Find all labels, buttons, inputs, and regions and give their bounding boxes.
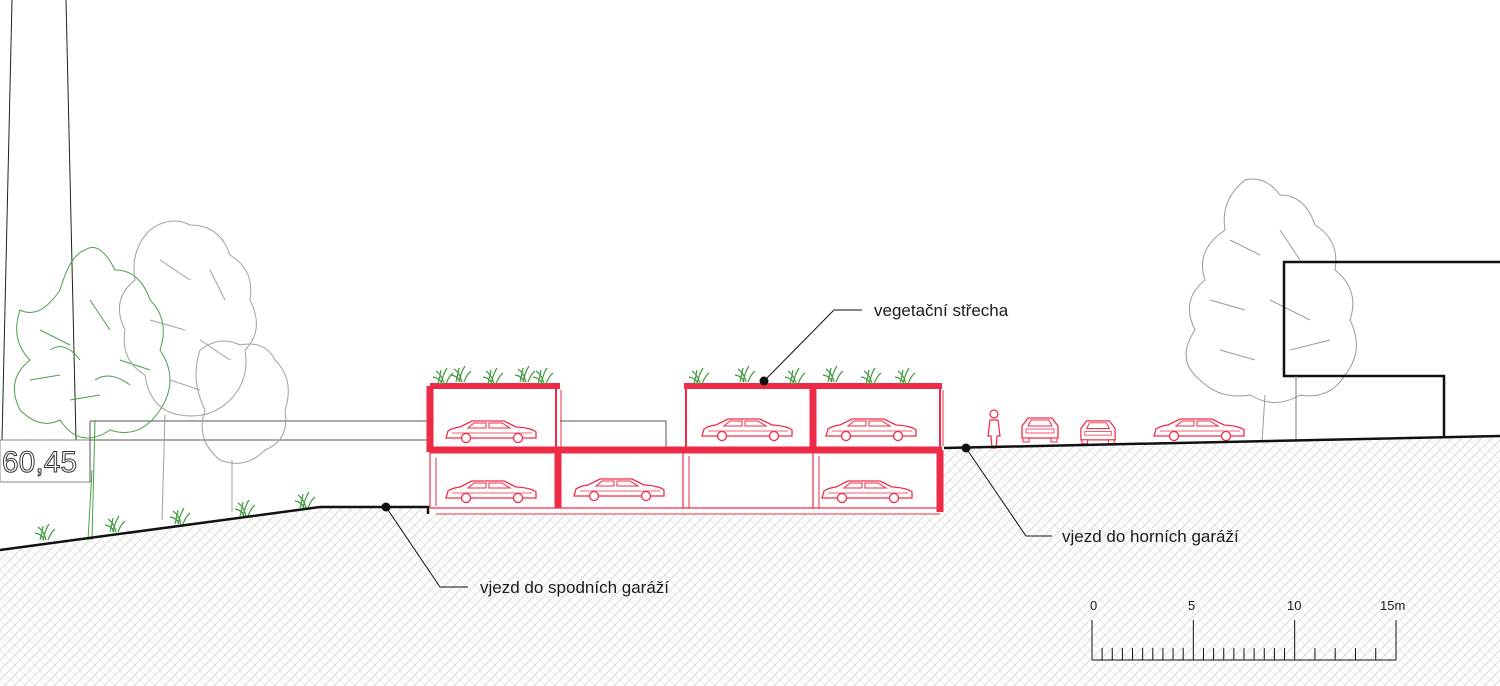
street-car-front-2 (1080, 420, 1116, 445)
garage-structure (426, 383, 944, 515)
left-trees (13, 220, 289, 541)
callout-roof-label: vegetační střecha (874, 301, 1009, 320)
ground-line (0, 505, 430, 552)
callout-upper-entry-label: vjezd do horních garáží (1062, 527, 1239, 546)
elevation-block: 60,45 (0, 439, 91, 483)
car-upper-1 (445, 420, 537, 444)
adjacent-wall (89, 420, 667, 482)
scale-tick-10: 10 (1287, 598, 1301, 613)
scale-tick-5: 5 (1188, 598, 1195, 613)
scale-tick-0: 0 (1090, 598, 1097, 613)
elevation-label: 60,45 (2, 446, 77, 479)
roof-vegetation (432, 365, 916, 385)
car-lower-2 (573, 478, 665, 502)
right-building (1282, 260, 1500, 440)
garage-cars (445, 418, 917, 504)
car-upper-2 (701, 418, 793, 442)
pedestrian-figure (987, 409, 1001, 449)
car-lower-3 (821, 480, 913, 504)
ground-fill (0, 436, 1500, 686)
callout-lower-entry: vjezd do spodních garáží (381, 502, 669, 597)
callout-upper-entry: vjezd do horních garáží (961, 443, 1239, 546)
scale-tick-15m: 15m (1380, 598, 1405, 613)
callout-roof: vegetační střecha (759, 301, 1009, 386)
car-upper-3 (825, 418, 917, 442)
street-car-side (1153, 418, 1245, 442)
callout-lower-entry-label: vjezd do spodních garáží (480, 578, 669, 597)
street-car-front-1 (1021, 417, 1059, 443)
scale-bar: 0 5 10 15m (1090, 598, 1405, 661)
right-tree (1185, 178, 1357, 443)
ground-line-right (943, 434, 1500, 450)
car-lower-1 (445, 480, 537, 504)
left-tower (1, 0, 77, 441)
